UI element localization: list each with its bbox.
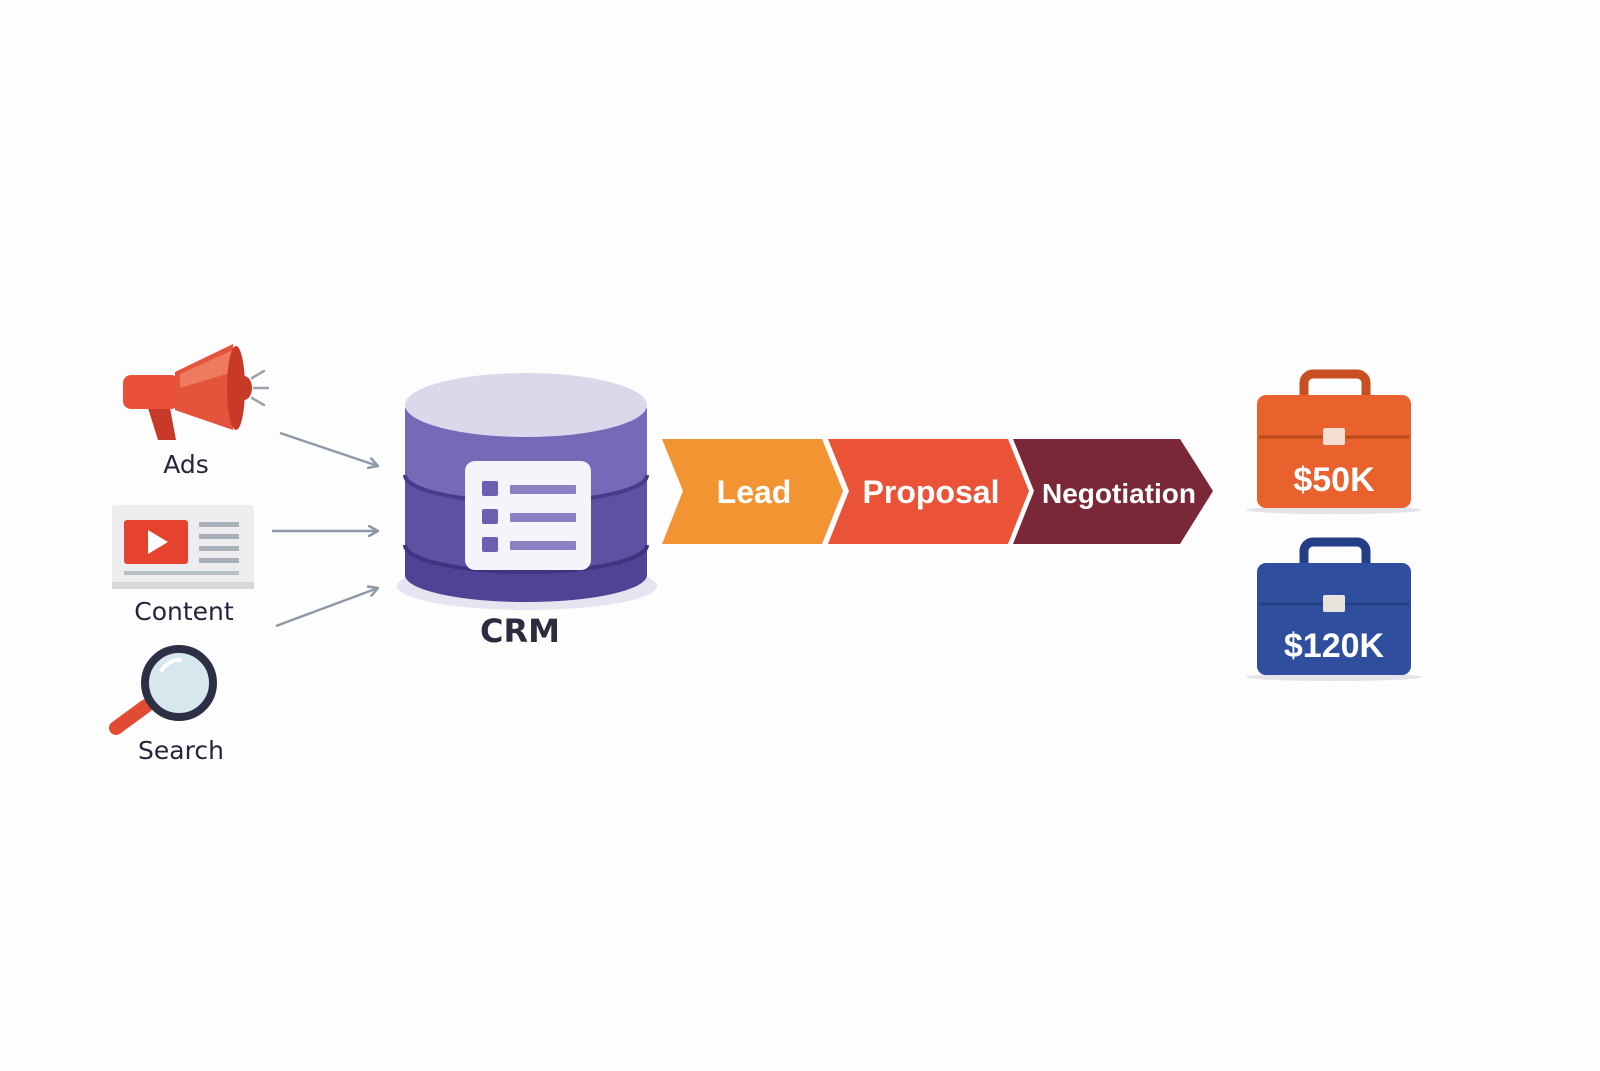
stage-label: Negotiation (1042, 478, 1196, 509)
stage-proposal-chevron (828, 439, 1029, 544)
megaphone-icon (123, 344, 270, 440)
deal-value: $50K (1293, 461, 1375, 499)
crm-label: CRM (480, 612, 560, 650)
arrow-search-to-crm (275, 588, 378, 628)
stage-negotiation-chevron (1013, 439, 1213, 544)
briefcase-icon (1246, 537, 1422, 681)
source-label-ads: Ads (163, 450, 209, 479)
source-label-content: Content (134, 597, 234, 626)
stage-label: Proposal (863, 474, 1000, 510)
source-label-search: Search (138, 736, 224, 765)
arrow-ads-to-crm (279, 431, 378, 466)
stage-label: Lead (717, 474, 792, 510)
deal-value: $120K (1284, 627, 1385, 665)
briefcase-icon (1246, 369, 1422, 514)
database-icon (397, 373, 657, 610)
stage-lead-chevron (662, 439, 843, 544)
magnifier-icon (109, 645, 217, 735)
video-content-icon (112, 505, 254, 589)
